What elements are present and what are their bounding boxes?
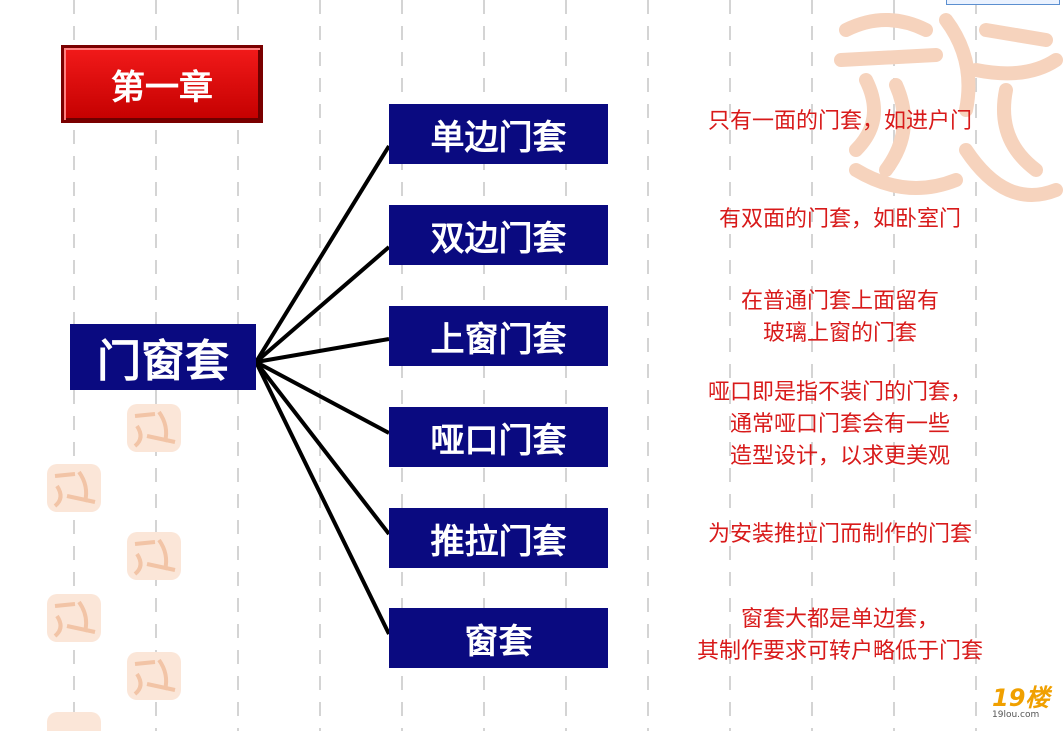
connector-line [254,245,391,364]
site-logo: 19楼 19lou.com [992,686,1054,724]
auspicious-seal-small [127,652,181,700]
site-logo-main: 19楼 [992,684,1050,712]
site-logo-sub: 19lou.com [992,710,1040,720]
auspicious-seal-small [47,464,101,512]
branch-node-transom: 上窗门套 [389,306,608,366]
branch-description: 只有一面的门套，如进户门 [707,109,972,134]
window-tab-fragment [946,0,1060,5]
auspicious-seal-large [834,13,1063,202]
auspicious-seal-small [127,532,181,580]
connector-line [254,144,391,364]
branch-node-doorless: 哑口门套 [389,407,608,467]
auspicious-seal-small [127,404,181,452]
connector-line [254,360,391,536]
connector-line [255,337,390,364]
auspicious-seal-small [47,594,101,642]
connector-line [254,361,391,635]
branch-node-sliding: 推拉门套 [389,508,608,568]
branch-description: 哑口即是指不装门的门套， 通常哑口门套会有一些 造型设计，以求更美观 [707,380,972,469]
branch-node-single-side: 单边门套 [389,104,608,164]
branch-description: 有双面的门套，如卧室门 [718,207,961,232]
root-node: 门窗套 [70,324,256,390]
branch-description: 窗套大都是单边套， 其制作要求可转户略低于门套 [696,607,983,664]
branch-description: 为安装推拉门而制作的门套 [707,522,972,547]
connector-line [255,360,390,435]
branch-description: 在普通门套上面留有 玻璃上窗的门套 [740,289,939,346]
auspicious-seal-small [47,712,101,731]
branch-node-double-side: 双边门套 [389,205,608,265]
chapter-badge: 第一章 [61,45,263,123]
branch-node-window: 窗套 [389,608,608,668]
